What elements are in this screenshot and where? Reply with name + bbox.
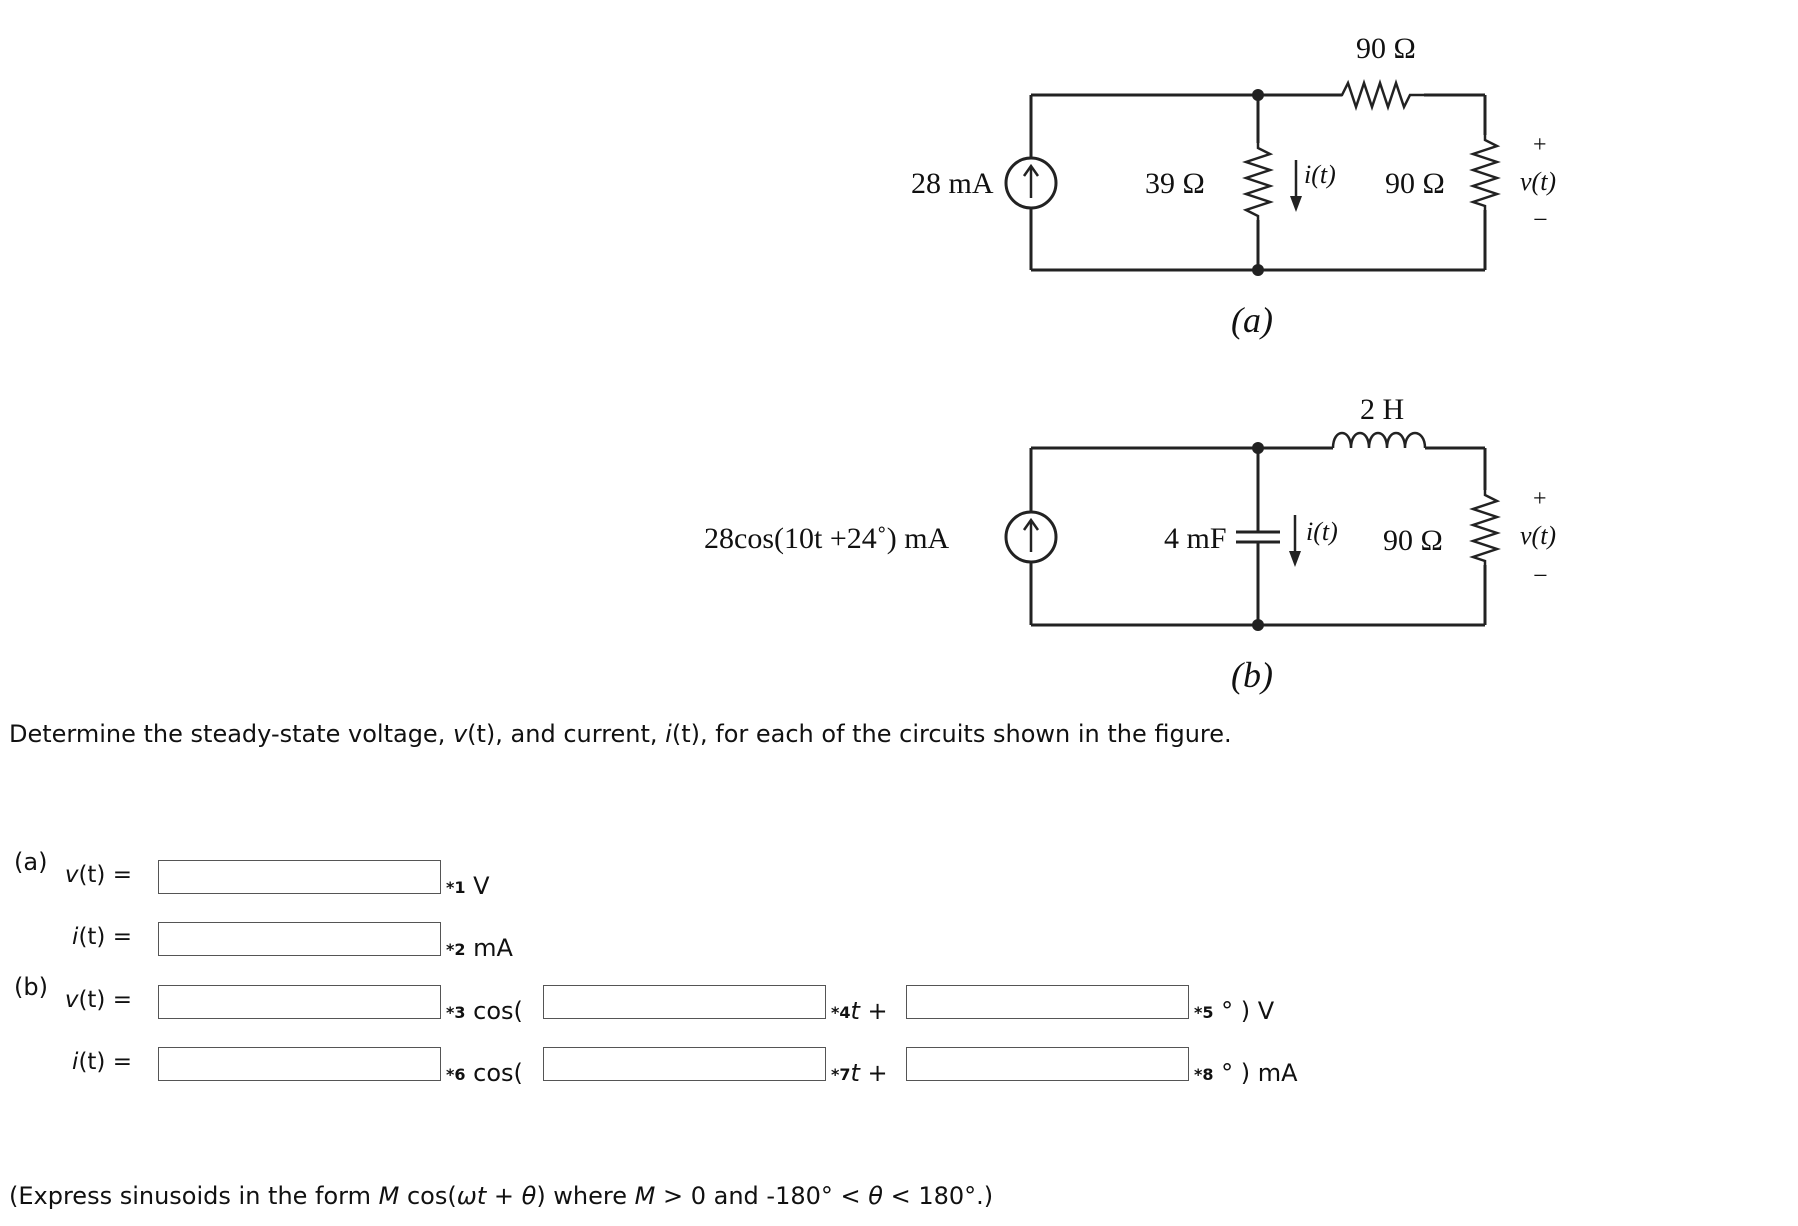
label-v-b: v(t) [1520,521,1556,550]
label-v-a: v(t) [1520,167,1556,196]
t-label-b-i: *7t + [831,1059,888,1087]
resistor-90-load-b [1469,490,1501,565]
resistor-90-top-a [1334,79,1424,111]
part-b-label: (b) [14,973,48,1001]
cos-label-b-v: *3 cos( [446,997,523,1025]
unit-b-i: *8 ° ) mA [1194,1059,1298,1087]
resistor-39-a [1242,143,1274,220]
current-source-a [1004,156,1058,210]
node-a-top [1252,89,1264,101]
current-arrow-b [1289,515,1301,567]
label-current-a: i(t) [1304,160,1336,189]
label-current-b: i(t) [1306,517,1338,546]
current-arrow-a [1290,160,1302,212]
format-note: (Express sinusoids in the form M cos(ωt … [9,1182,994,1210]
var-label-a-i: i(t) = [72,924,132,950]
label-source-b: 28cos(10t +24˚) mA [704,522,950,555]
label-minus-a: − [1533,205,1548,234]
caption-a: (a) [1231,300,1273,340]
answer-a-i-input[interactable] [158,922,441,956]
answer-b-v-magnitude-input[interactable] [158,985,441,1019]
question-text: Determine the steady-state voltage, v(t)… [9,720,1232,748]
unit-a-i: *2 mA [446,934,513,962]
t-label-b-v: *4t + [831,997,888,1025]
unit-b-v: *5 ° ) V [1194,997,1275,1025]
label-load-r-b: 90 Ω [1383,524,1443,557]
label-load-r-a: 90 Ω [1385,167,1445,200]
label-source-a: 28 mA [911,167,994,200]
circuit-figure: 90 Ω 28 mA 39 Ω i(t) 90 Ω + v(t) − (a) 2… [704,32,1556,695]
label-plus-b: + [1533,486,1547,512]
answer-b-v-omega-input[interactable] [543,985,826,1019]
label-ind-b: 2 H [1360,393,1404,426]
label-cap-b: 4 mF [1164,522,1227,555]
answer-b-v-phase-input[interactable] [906,985,1189,1019]
label-r1-a: 39 Ω [1145,167,1205,200]
answer-b-i-omega-input[interactable] [543,1047,826,1081]
answer-b-i-magnitude-input[interactable] [158,1047,441,1081]
label-top-r-a: 90 Ω [1356,32,1416,65]
node-a-bottom [1252,264,1264,276]
answer-a-v-input[interactable] [158,860,441,894]
label-minus-b: − [1533,561,1548,590]
part-a-label: (a) [14,848,48,876]
var-label-b-v: v(t) = [64,987,132,1013]
label-plus-a: + [1533,132,1547,158]
inductor-b [1331,431,1427,449]
answer-b-i-phase-input[interactable] [906,1047,1189,1081]
node-b-top [1252,442,1264,454]
resistor-90-load-a [1469,135,1501,210]
var-label-a-v: v(t) = [64,862,132,888]
cos-label-b-i: *6 cos( [446,1059,523,1087]
current-source-b [1004,510,1058,564]
caption-b: (b) [1231,655,1273,695]
var-label-b-i: i(t) = [72,1049,132,1075]
unit-a-v: *1 V [446,872,490,900]
node-b-bottom [1252,619,1264,631]
capacitor-b [1236,530,1280,544]
